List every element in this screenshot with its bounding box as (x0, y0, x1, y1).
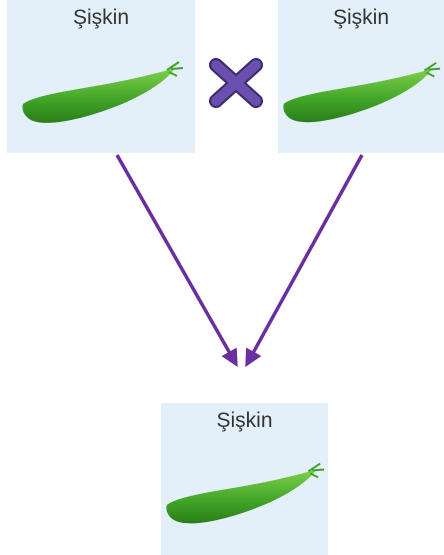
offspring-label: Şişkin (161, 409, 328, 433)
arrow-right-parent (247, 155, 362, 364)
parent-card-right: Şişkin (278, 0, 444, 153)
parent-left-label: Şişkin (7, 6, 195, 30)
pea-pod-icon (161, 461, 328, 531)
parent-right-label: Şişkin (278, 6, 444, 30)
pea-pod-icon (17, 60, 187, 130)
parent-card-left: Şişkin (7, 0, 195, 153)
arrow-left-parent (117, 155, 236, 364)
cross-icon (206, 55, 266, 111)
pea-pod-icon (278, 60, 444, 130)
offspring-card: Şişkin (161, 403, 328, 555)
